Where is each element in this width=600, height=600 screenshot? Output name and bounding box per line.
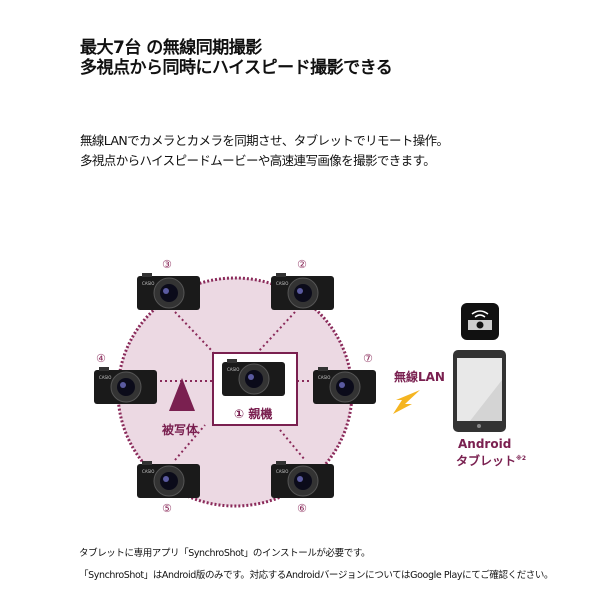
wireless-label: 無線LAN — [394, 370, 445, 384]
camera-icon — [270, 460, 335, 499]
camera-number: ⑥ — [297, 502, 307, 515]
subject-triangle-icon — [169, 378, 195, 411]
wireless-lightning-icon — [393, 390, 420, 414]
device-label-2: タブレット※2 — [456, 452, 526, 469]
headline-line-2: 多視点から同時にハイスピード撮影できる — [80, 58, 393, 78]
device-name: タブレット — [456, 454, 517, 468]
master-label: ① 親機 — [234, 407, 273, 421]
camera-icon — [93, 366, 158, 405]
camera-5 — [136, 460, 201, 504]
device-label: Android — [458, 437, 512, 451]
subject-label: 被写体 — [162, 423, 199, 437]
lead-line-1: 無線LANでカメラとカメラを同期させ、タブレットでリモート操作。 — [80, 133, 449, 148]
footnote-2: 「SynchroShot」はAndroid版のみです。対応するAndroidバー… — [79, 570, 554, 581]
camera-2 — [270, 272, 335, 316]
lead-line-2: 多視点からハイスピードムービーや高速連写画像を撮影できます。 — [80, 153, 436, 168]
camera-number: ④ — [96, 352, 106, 365]
camera-number: ⑦ — [363, 352, 373, 365]
camera-icon — [312, 366, 377, 405]
camera-7 — [312, 366, 377, 410]
camera-3 — [136, 272, 201, 316]
footnote-1: タブレットに専用アプリ「SynchroShot」のインストールが必要です。 — [79, 548, 371, 559]
camera-icon — [221, 358, 286, 397]
headline: 最大7台 の無線同期撮影 多視点から同時にハイスピード撮影できる — [80, 38, 393, 78]
device-footnote: ※2 — [516, 455, 527, 462]
camera-icon — [136, 460, 201, 499]
headline-line-1: 最大7台 の無線同期撮影 — [80, 38, 262, 58]
connection-lines — [160, 311, 311, 461]
camera-number: ② — [297, 258, 307, 271]
camera-4 — [93, 366, 158, 410]
camera-icon — [270, 272, 335, 311]
camera-6 — [270, 460, 335, 504]
camera-icon — [136, 272, 201, 311]
lead-text: 無線LANでカメラとカメラを同期させ、タブレットでリモート操作。 多視点からハイ… — [80, 131, 449, 171]
master-camera — [221, 358, 286, 402]
camera-number: ③ — [162, 258, 172, 271]
camera-number: ⑤ — [162, 502, 172, 515]
